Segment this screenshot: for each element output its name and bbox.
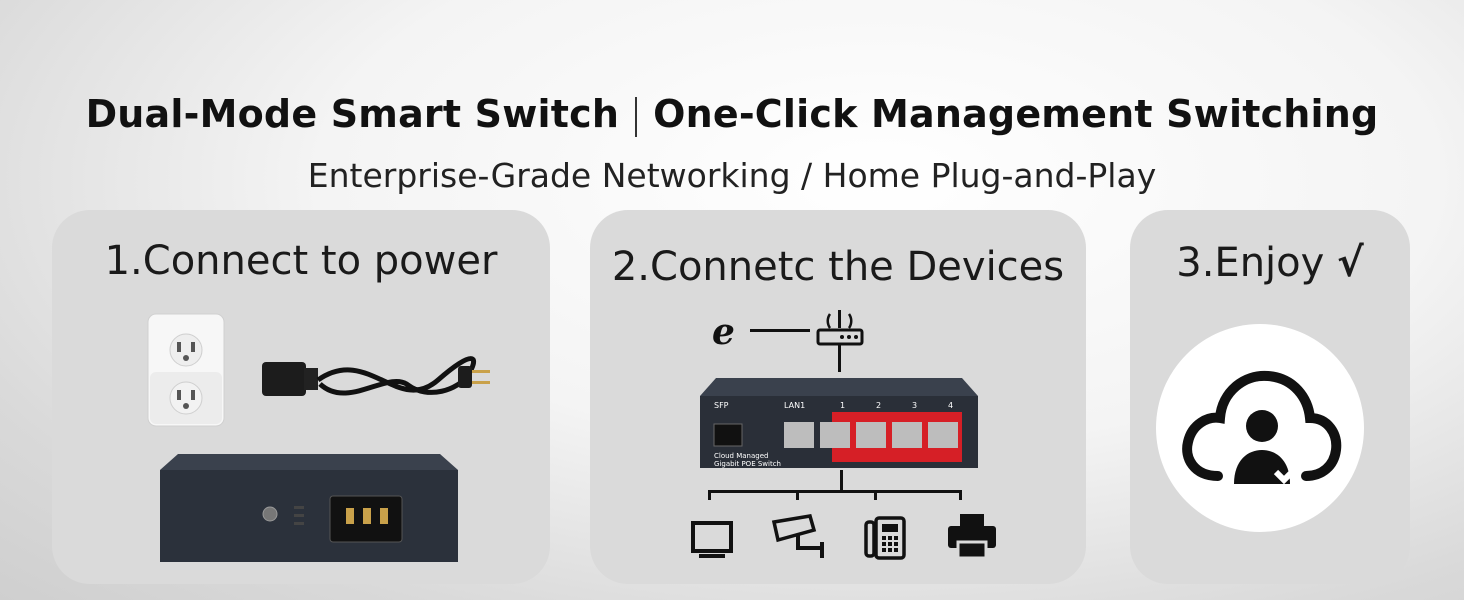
port-number-4: 4 (948, 401, 953, 410)
step-3-title: 3.Enjoy √ (1130, 240, 1410, 286)
step-card-devices: 2.Connetc the Devices e SFP LAN1 1 2 3 4… (590, 210, 1086, 584)
router-icon (816, 310, 864, 372)
step-1-title: 1.Connect to power (104, 238, 498, 284)
monitor-icon (691, 521, 733, 558)
printer-icon (948, 514, 996, 560)
title-right: One-Click Management Switching (653, 92, 1379, 136)
wall-outlet-icon (147, 313, 225, 427)
device-tree-lines (708, 470, 962, 500)
internet-icon: e (712, 312, 735, 350)
ip-phone-icon (864, 516, 906, 560)
step-2-title: 2.Connetc the Devices (611, 244, 1065, 290)
switch-rear-panel-image (160, 454, 458, 562)
security-camera-icon (771, 514, 824, 558)
checkmark-icon: √ (1337, 240, 1364, 286)
title-left: Dual-Mode Smart Switch (85, 92, 620, 136)
port-number-3: 3 (912, 401, 917, 410)
page-subtitle: Enterprise-Grade Networking / Home Plug-… (307, 156, 1157, 195)
brand-line-2: Gigabit POE Switch (714, 460, 781, 468)
connection-line (750, 329, 810, 332)
cloud-user-check-icon (1182, 370, 1342, 485)
power-cord-icon (262, 356, 490, 396)
title-separator (635, 96, 638, 137)
step-3-label: 3.Enjoy (1176, 240, 1325, 286)
lan1-label: LAN1 (784, 401, 805, 410)
sfp-label: SFP (714, 401, 729, 410)
page-title: Dual-Mode Smart Switch One-Click Manageme… (0, 92, 1464, 137)
step-card-enjoy: 3.Enjoy √ (1130, 210, 1410, 584)
port-number-1: 1 (840, 401, 845, 410)
brand-line-1: Cloud Managed (714, 452, 768, 460)
step-card-power: 1.Connect to power (52, 210, 550, 584)
svg-text:e: e (712, 312, 735, 350)
switch-front-image: SFP LAN1 1 2 3 4 Cloud Managed Gigabit P… (700, 378, 978, 468)
port-number-2: 2 (876, 401, 881, 410)
